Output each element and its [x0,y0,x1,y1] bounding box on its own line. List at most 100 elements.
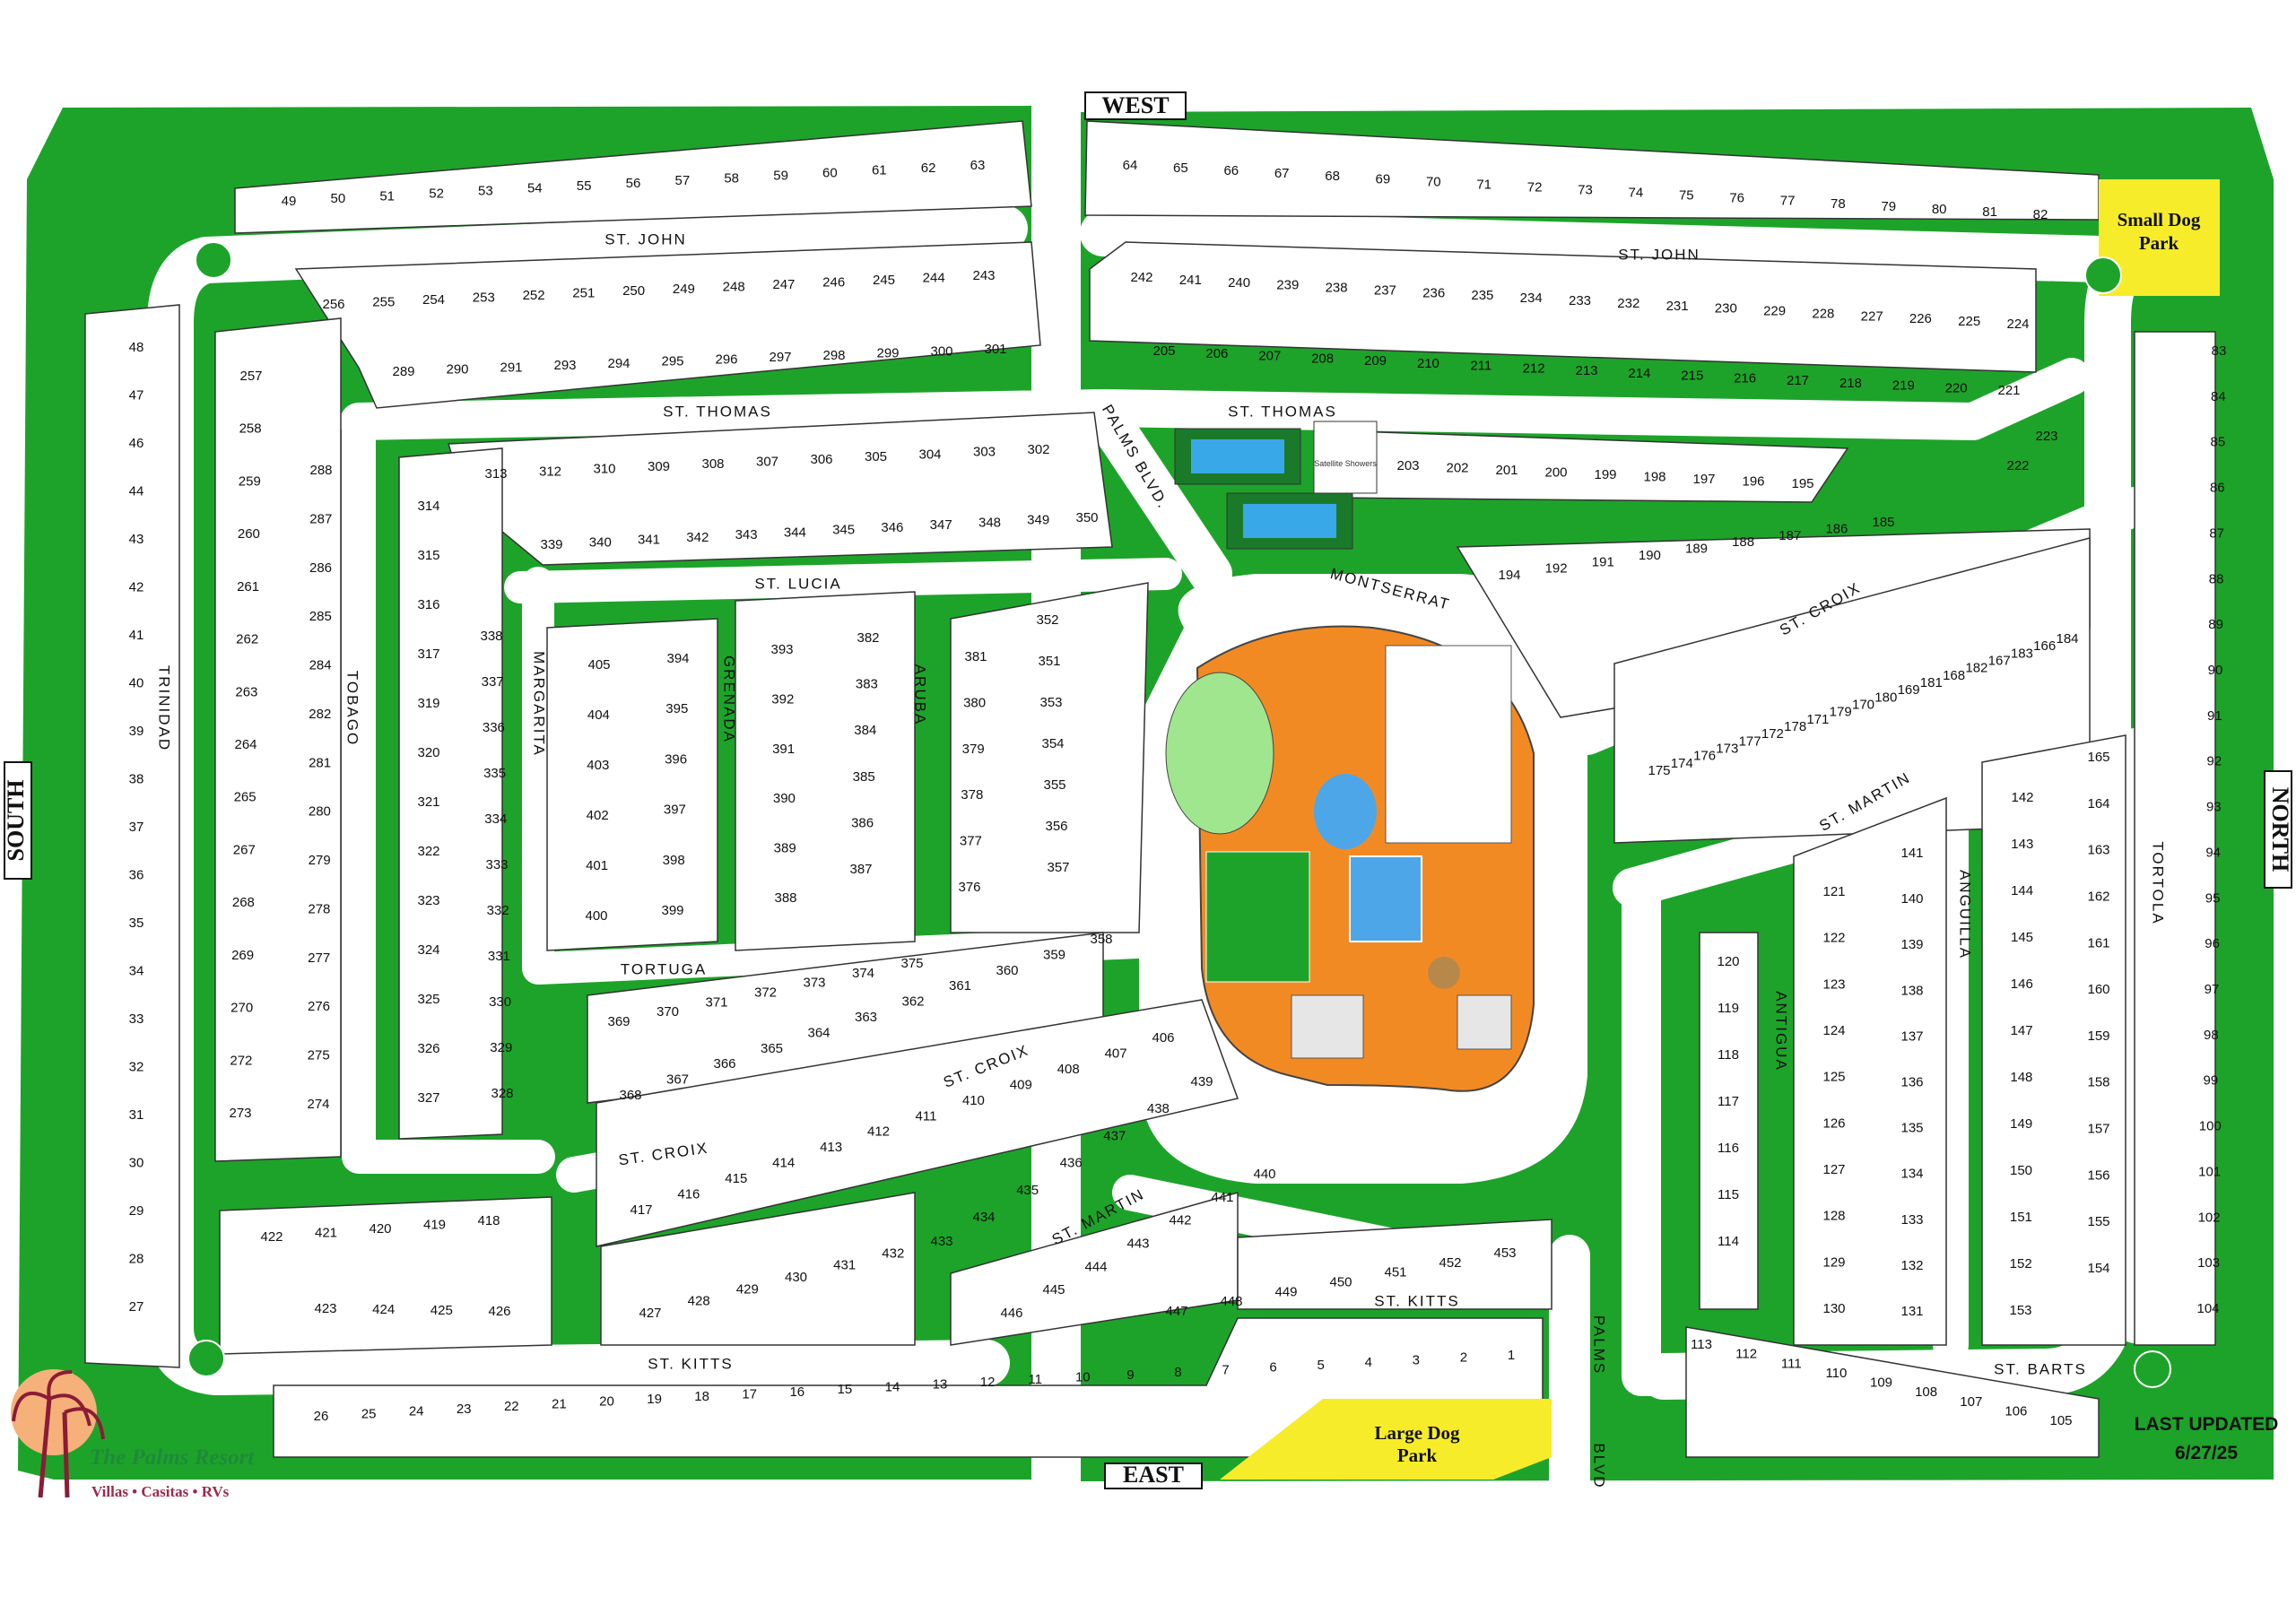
lot-309: 309 [648,459,670,474]
lot-361: 361 [949,978,971,994]
lot-86: 86 [2210,481,2225,496]
lot-378: 378 [961,787,983,803]
lot-126: 126 [1822,1115,1845,1131]
lot-390: 390 [773,791,796,806]
lot-183: 183 [2011,646,2033,661]
lot-76: 76 [1729,191,1744,206]
lot-141: 141 [1900,846,1923,861]
lot-167: 167 [1988,653,2011,668]
lot-369: 369 [607,1014,630,1029]
lot-398: 398 [663,853,685,868]
lot-113: 113 [1691,1337,1712,1352]
lot-422: 422 [260,1229,283,1245]
lot-116: 116 [1718,1141,1739,1156]
lot-85: 85 [2211,435,2226,450]
lot-2: 2 [1460,1350,1467,1366]
lot-400: 400 [585,908,607,924]
lot-38: 38 [129,771,144,786]
lot-427: 427 [639,1306,661,1321]
lot-40: 40 [129,675,144,690]
lot-95: 95 [2205,890,2221,906]
lot-172: 172 [1761,726,1784,742]
lot-262: 262 [236,632,258,647]
lot-289: 289 [392,364,414,379]
lot-385: 385 [853,769,875,785]
lot-61: 61 [872,163,887,178]
lot-423: 423 [314,1301,336,1316]
lot-421: 421 [315,1225,337,1240]
lot-94: 94 [2205,845,2221,860]
lot-96: 96 [2205,936,2220,951]
lot-166: 166 [2033,638,2056,654]
lot-434: 434 [972,1210,995,1225]
lot-108: 108 [1915,1384,1937,1400]
lot-397: 397 [664,803,686,818]
lot-329: 329 [490,1040,512,1055]
lot-452: 452 [1439,1255,1461,1271]
lot-323: 323 [417,893,439,908]
lot-33: 33 [129,1011,144,1027]
lot-196: 196 [1742,473,1764,489]
lot-42: 42 [129,579,144,595]
lot-325: 325 [417,992,439,1007]
logo-subtitle: Villas • Casitas • RVs [91,1483,230,1500]
lot-301: 301 [984,342,1006,357]
street-tortola: TORTOLA [2150,841,2167,924]
compass-east: EAST [1123,1462,1184,1488]
lot-99: 99 [2204,1073,2219,1089]
lot-245: 245 [873,273,895,288]
lot-234: 234 [1520,291,1543,306]
lot-341: 341 [638,532,660,547]
lot-137: 137 [1900,1028,1923,1044]
lot-343: 343 [735,527,758,542]
lot-436: 436 [1060,1156,1083,1171]
lot-15: 15 [838,1382,853,1397]
lot-69: 69 [1376,171,1391,187]
lot-210: 210 [1417,356,1439,371]
lot-440: 440 [1253,1167,1275,1182]
lot-19: 19 [647,1392,662,1407]
lot-338: 338 [480,629,502,644]
lot-194: 194 [1498,568,1520,583]
lot-109: 109 [1870,1375,1892,1390]
lot-107: 107 [1960,1394,1982,1410]
lot-256: 256 [322,297,344,312]
lot-310: 310 [593,462,615,477]
lot-154: 154 [2087,1261,2109,1276]
last-updated-date: 6/27/25 [2175,1443,2238,1463]
lot-296: 296 [715,352,737,367]
lot-114: 114 [1718,1234,1739,1249]
lot-48: 48 [129,340,144,355]
lot-267: 267 [233,842,256,857]
lot-158: 158 [2087,1075,2109,1090]
lot-102: 102 [2198,1210,2221,1225]
lot-388: 388 [774,890,796,906]
street-margarita: MARGARITA [531,651,548,757]
lot-312: 312 [539,464,561,479]
lot-306: 306 [810,452,832,467]
lot-293: 293 [553,358,576,373]
lot-441: 441 [1211,1190,1233,1205]
lot-162: 162 [2087,889,2109,904]
lot-416: 416 [677,1186,700,1202]
compass-west: WEST [1101,92,1169,118]
lot-376: 376 [958,880,980,895]
lot-50: 50 [331,191,346,206]
lot-265: 265 [234,790,257,805]
lot-438: 438 [1147,1101,1170,1116]
lot-330: 330 [489,994,511,1010]
lot-437: 437 [1103,1128,1126,1143]
lot-371: 371 [705,994,727,1010]
lot-24: 24 [409,1404,424,1419]
lot-62: 62 [921,161,936,176]
lot-334: 334 [484,812,507,827]
lot-243: 243 [972,268,995,283]
lot-41: 41 [129,628,144,643]
lot-75: 75 [1679,188,1694,204]
lot-74: 74 [1629,186,1644,201]
lot-10: 10 [1075,1369,1091,1384]
lot-7: 7 [1222,1362,1229,1377]
lot-143: 143 [2011,837,2033,852]
lot-403: 403 [587,758,609,773]
